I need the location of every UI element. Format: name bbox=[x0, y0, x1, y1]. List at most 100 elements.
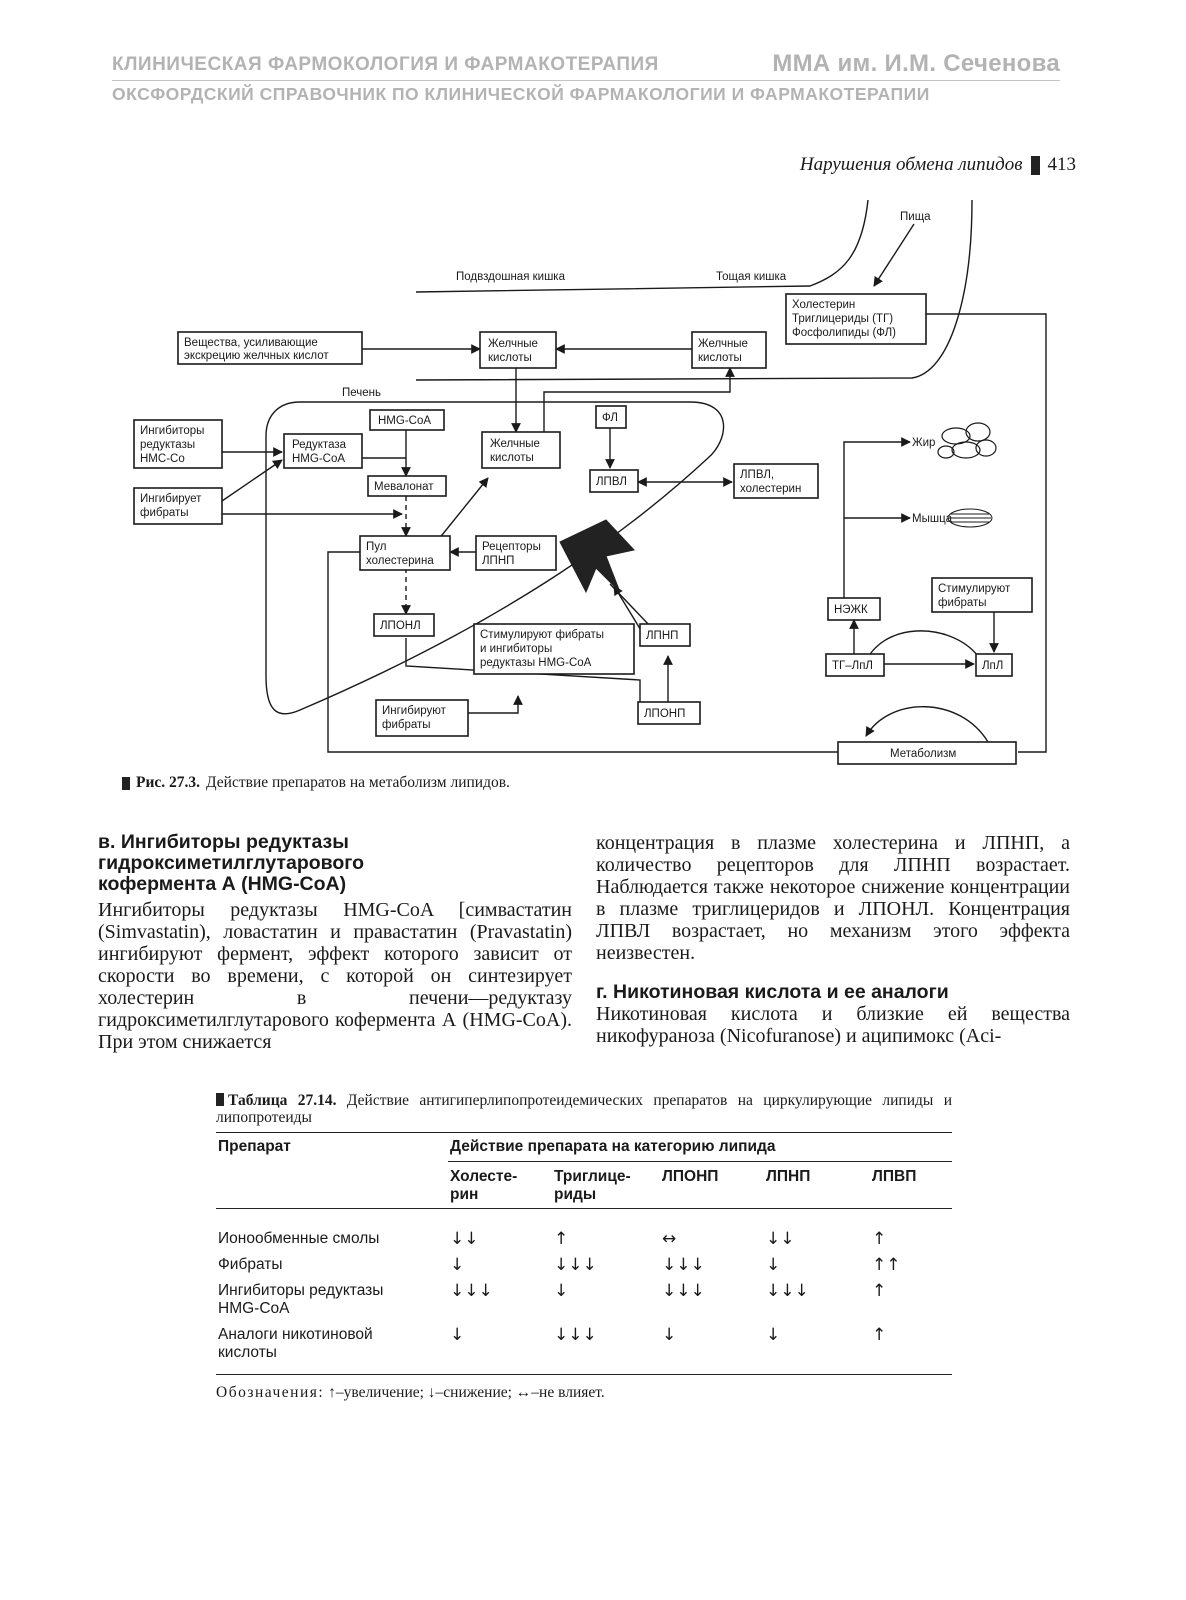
box-dietary-lipids: Холестерин Триглицериды (ТГ) Фосфолипиды… bbox=[785, 293, 927, 345]
box-vldl-plasma: ЛПОНП bbox=[637, 701, 701, 725]
table-cell: ↓↓ bbox=[766, 1229, 795, 1249]
page-number: 413 bbox=[1047, 154, 1077, 175]
box-hmg-coa: HMG-CoA bbox=[369, 409, 445, 431]
box-bile-acids-right: Желчные кислоты bbox=[691, 331, 767, 369]
svg-text:HMG-CoA: HMG-CoA bbox=[292, 453, 345, 465]
col-header-triglycerides: Триглице-риды bbox=[554, 1168, 631, 1203]
svg-text:Ингибирует: Ингибирует bbox=[140, 493, 202, 505]
figure-label: Рис. 27.3. bbox=[136, 774, 201, 791]
figure-caption: Рис. 27.3. Действие препаратов на метабо… bbox=[122, 774, 510, 792]
box-fibrates-inhibit-2: Ингибируют фибраты bbox=[375, 699, 469, 737]
table-cell: ↓ bbox=[766, 1255, 781, 1275]
box-mevalonate: Мевалонат bbox=[367, 475, 447, 497]
box-bile-excretion-agents: Вещества, усиливающие экскрецию желчных … bbox=[177, 331, 363, 365]
svg-text:ЛПВЛ: ЛПВЛ bbox=[596, 476, 627, 488]
svg-text:Пул: Пул bbox=[366, 541, 386, 553]
col-header-cholesterol: Холесте-рин bbox=[450, 1168, 518, 1203]
box-hdl-cholesterol: ЛПВЛ, холестерин bbox=[733, 463, 819, 499]
table-cell: ↓↓↓ bbox=[662, 1255, 705, 1275]
running-head: Нарушения обмена липидов 413 bbox=[800, 154, 1076, 176]
section-v-heading-line-2: гидроксиметилглутарового bbox=[98, 852, 365, 874]
table-title-text: Действие антигиперлипопротеидемических п… bbox=[216, 1092, 953, 1126]
legend-text: ↑–увеличение; ↓–снижение; ↔–не влияет. bbox=[328, 1384, 605, 1401]
col-header-vldl: ЛПОНП bbox=[662, 1168, 719, 1185]
svg-text:фибраты: фибраты bbox=[938, 597, 987, 609]
lipid-metabolism-diagram: Пища Подвздошная кишка Тощая кишка Холес… bbox=[133, 199, 1047, 765]
section-v-body: Ингибиторы редуктазы HMG-CoA [симвастати… bbox=[98, 899, 572, 1053]
box-metabolism: Метаболизм bbox=[837, 741, 1017, 765]
dietary-cholesterol: Холестерин bbox=[792, 299, 855, 311]
table-title: Таблица 27.14. Действие антигиперлипопро… bbox=[216, 1092, 952, 1126]
svg-text:кислоты: кислоты bbox=[490, 452, 534, 464]
label-muscle: Мышца bbox=[912, 513, 953, 525]
svg-text:ЛПОНЛ: ЛПОНЛ bbox=[380, 620, 421, 632]
table-27-14: Таблица 27.14. Действие антигиперлипопро… bbox=[216, 1092, 952, 1375]
svg-text:редуктазы HMG-CoA: редуктазы HMG-CoA bbox=[480, 657, 592, 669]
group-header: Действие препарата на категорию липида bbox=[450, 1138, 776, 1155]
svg-text:HMC-Co: HMC-Co bbox=[140, 453, 185, 465]
table-cell: ↓↓↓ bbox=[662, 1281, 705, 1301]
muscle-icon bbox=[947, 508, 993, 528]
journal-header: КЛИНИЧЕСКАЯ ФАРМОКОЛОГИЯ И ФАРМАКОТЕРАПИ… bbox=[112, 50, 1060, 81]
table-cell: ↑↑ bbox=[872, 1255, 901, 1275]
table-cell: ↓ bbox=[766, 1325, 781, 1345]
box-vldl: ЛПОНЛ bbox=[373, 613, 435, 637]
svg-text:Стимулируют: Стимулируют bbox=[938, 583, 1011, 595]
svg-text:ЛпЛ: ЛпЛ bbox=[982, 660, 1003, 672]
table-cell: ↔ bbox=[662, 1229, 677, 1249]
label-liver: Печень bbox=[342, 387, 381, 399]
svg-text:Желчные: Желчные bbox=[488, 338, 538, 350]
table-cell: ↓↓↓ bbox=[554, 1325, 597, 1345]
box-stimulate-fibrates-statins: Стимулируют фибраты и ингибиторы редукта… bbox=[473, 623, 635, 675]
box-bile-acids-center: Желчные кислоты bbox=[479, 331, 557, 369]
svg-text:ЛПВЛ,: ЛПВЛ, bbox=[740, 469, 774, 481]
svg-text:Вещества, усиливающие: Вещества, усиливающие bbox=[184, 337, 318, 349]
box-reductase: Редуктаза HMG-CoA bbox=[283, 433, 363, 469]
box-ldl-receptors: Рецепторы ЛПНП bbox=[475, 535, 557, 571]
svg-text:Мевалонат: Мевалонат bbox=[374, 481, 434, 493]
table-row-drug: Фибраты bbox=[218, 1256, 283, 1273]
legend-key: Обозначения: bbox=[216, 1384, 325, 1401]
svg-text:фибраты: фибраты bbox=[140, 507, 189, 519]
box-fibrates-inhibit-1: Ингибирует фибраты bbox=[133, 487, 223, 525]
col-header-drug: Препарат bbox=[218, 1138, 291, 1155]
table-row-drug: Ионообменные смолы bbox=[218, 1230, 380, 1247]
section-v-heading-line-3: кофермента А (HMG-CoA) bbox=[98, 873, 347, 895]
svg-text:кислоты: кислоты bbox=[488, 352, 532, 364]
receptor-block-icon bbox=[559, 519, 635, 594]
svg-text:Рецепторы: Рецепторы bbox=[482, 541, 541, 553]
label-food: Пища bbox=[900, 211, 931, 223]
box-bile-acids-liver: Желчные кислоты bbox=[481, 431, 561, 469]
running-head-title: Нарушения обмена липидов bbox=[799, 154, 1023, 175]
black-square-marker bbox=[216, 1093, 224, 1106]
box-hdl: ЛПВЛ bbox=[589, 469, 639, 493]
svg-text:фибраты: фибраты bbox=[382, 719, 431, 731]
table-top-rule bbox=[216, 1132, 952, 1133]
svg-text:редуктазы: редуктазы bbox=[140, 439, 195, 451]
dietary-triglycerides: Триглицериды (ТГ) bbox=[792, 313, 893, 325]
svg-text:Ингибиторы: Ингибиторы bbox=[140, 425, 204, 437]
box-fibrates-stimulate: Стимулируют фибраты bbox=[931, 577, 1033, 613]
table-header-rule bbox=[216, 1208, 952, 1209]
dietary-phospholipids: Фосфолипиды (ФЛ) bbox=[792, 327, 896, 339]
table-cell: ↓↓ bbox=[450, 1229, 479, 1249]
col-header-ldl: ЛПНП bbox=[766, 1168, 811, 1185]
table-cell: ↑ bbox=[554, 1229, 569, 1249]
header-title-left: КЛИНИЧЕСКАЯ ФАРМОКОЛОГИЯ И ФАРМАКОТЕРАПИ… bbox=[112, 54, 659, 75]
svg-text:ЛПНП: ЛПНП bbox=[482, 555, 514, 567]
section-g-heading: г. Никотиновая кислота и ее аналоги bbox=[596, 981, 949, 1003]
table-cell: ↓↓↓ bbox=[766, 1281, 809, 1301]
svg-text:холестерина: холестерина bbox=[366, 555, 434, 567]
left-column: в. Ингибиторы редуктазы гидроксиметилглу… bbox=[98, 832, 572, 1054]
table-cell: ↓ bbox=[554, 1281, 569, 1301]
group-header-rule bbox=[448, 1161, 952, 1162]
section-g-body: Никотиновая кислота и близкие ей веществ… bbox=[596, 1003, 1070, 1047]
box-lpl: ЛпЛ bbox=[975, 653, 1013, 677]
svg-text:и ингибиторы: и ингибиторы bbox=[480, 643, 552, 655]
svg-text:кислоты: кислоты bbox=[698, 352, 742, 364]
svg-text:экскрецию желчных кислот: экскрецию желчных кислот bbox=[184, 350, 329, 362]
box-cholesterol-pool: Пул холестерина bbox=[359, 535, 451, 571]
table-cell: ↓ bbox=[450, 1255, 465, 1275]
svg-text:НЭЖК: НЭЖК bbox=[834, 604, 868, 616]
